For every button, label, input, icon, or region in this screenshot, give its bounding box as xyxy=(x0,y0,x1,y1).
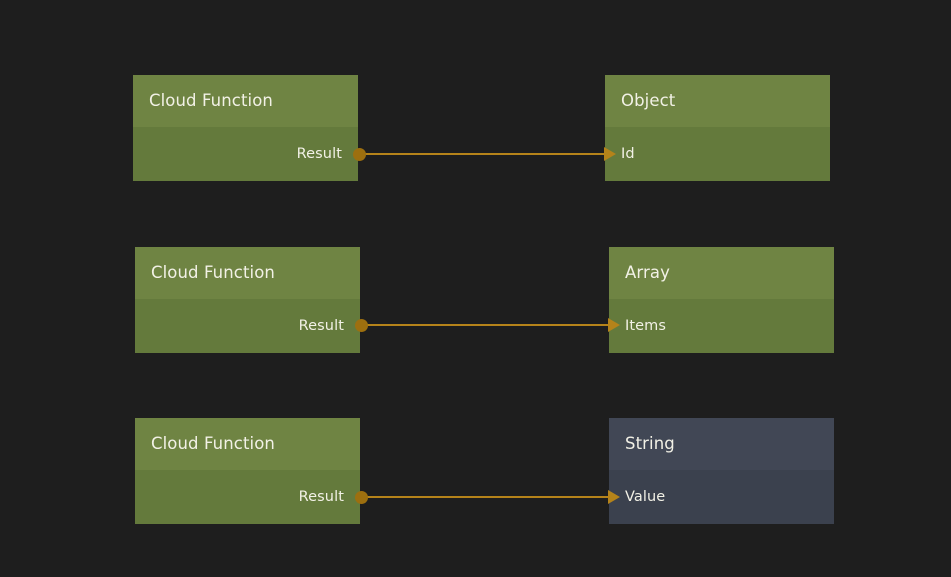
node-input-port-row[interactable]: Value xyxy=(609,470,834,524)
node-array[interactable]: Array Items xyxy=(609,247,834,353)
node-header: String xyxy=(609,418,834,470)
node-cloud-function-3[interactable]: Cloud Function Result xyxy=(135,418,360,524)
output-port-label: Result xyxy=(298,488,344,505)
node-title: Array xyxy=(625,262,670,282)
node-title: Cloud Function xyxy=(149,90,273,110)
node-output-port-row[interactable]: Result xyxy=(135,299,360,353)
output-port-label: Result xyxy=(296,145,342,162)
edge-line-2[interactable] xyxy=(360,324,618,326)
node-input-port-row[interactable]: Items xyxy=(609,299,834,353)
node-title: Cloud Function xyxy=(151,433,275,453)
input-port-label: Value xyxy=(625,488,666,505)
node-header: Object xyxy=(605,75,830,127)
node-header: Array xyxy=(609,247,834,299)
node-title: String xyxy=(625,433,675,453)
node-output-port-row[interactable]: Result xyxy=(135,470,360,524)
node-header: Cloud Function xyxy=(133,75,358,127)
input-port-label: Id xyxy=(621,145,635,162)
input-port-label: Items xyxy=(625,317,667,334)
node-header: Cloud Function xyxy=(135,418,360,470)
edge-line-3[interactable] xyxy=(360,496,618,498)
output-port-label: Result xyxy=(298,317,344,334)
node-input-port-row[interactable]: Id xyxy=(605,127,830,181)
edge-line-1[interactable] xyxy=(358,153,614,155)
node-header: Cloud Function xyxy=(135,247,360,299)
node-title: Object xyxy=(621,90,676,110)
node-cloud-function-1[interactable]: Cloud Function Result xyxy=(133,75,358,181)
node-title: Cloud Function xyxy=(151,262,275,282)
node-cloud-function-2[interactable]: Cloud Function Result xyxy=(135,247,360,353)
node-string[interactable]: String Value xyxy=(609,418,834,524)
node-output-port-row[interactable]: Result xyxy=(133,127,358,181)
node-object[interactable]: Object Id xyxy=(605,75,830,181)
